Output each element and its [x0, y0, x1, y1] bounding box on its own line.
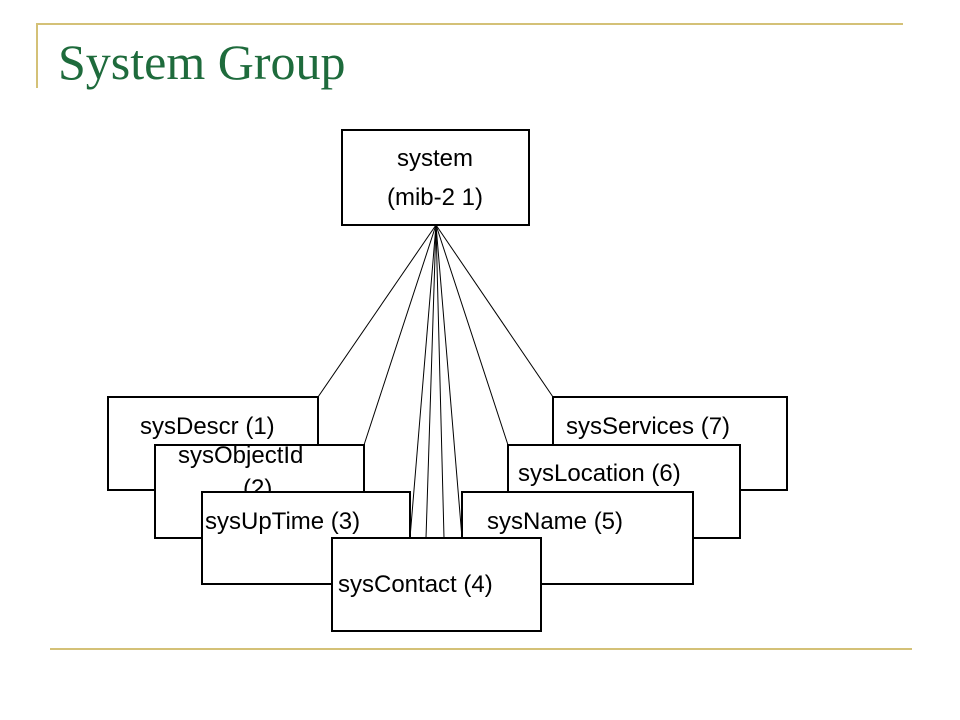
left-rule	[36, 23, 38, 88]
node-sysname-label: sysName (5)	[487, 508, 623, 535]
connector-syscontact-right	[435, 224, 445, 539]
node-sysuptime-label: sysUpTime (3)	[205, 508, 360, 535]
node-system: system (mib-2 1)	[341, 129, 530, 226]
connector-syslocation	[435, 224, 509, 446]
connector-sysobjectid	[363, 224, 437, 446]
node-syscontact-label: sysContact (4)	[338, 571, 493, 598]
connector-syscontact-left	[425, 224, 437, 539]
node-sysdescr-label: sysDescr (1)	[140, 413, 275, 440]
node-syscontact: sysContact (4)	[331, 537, 542, 632]
bottom-rule	[50, 648, 912, 650]
node-sysobjectid-label: sysObjectId	[178, 442, 303, 469]
node-system-oid: (mib-2 1)	[387, 184, 483, 211]
node-system-box	[341, 129, 530, 226]
connector-lines	[317, 224, 554, 539]
node-sysservices-label: sysServices (7)	[566, 413, 730, 440]
slide-title: System Group	[58, 34, 346, 90]
connector-sysuptime	[409, 224, 437, 539]
connector-sysdescr	[317, 224, 437, 398]
connector-sysservices	[435, 224, 554, 398]
connector-sysname	[435, 224, 463, 539]
node-system-label: system	[397, 145, 473, 172]
top-rule	[36, 23, 903, 25]
node-syslocation-label: sysLocation (6)	[518, 460, 681, 487]
node-syscontact-box	[331, 537, 542, 632]
